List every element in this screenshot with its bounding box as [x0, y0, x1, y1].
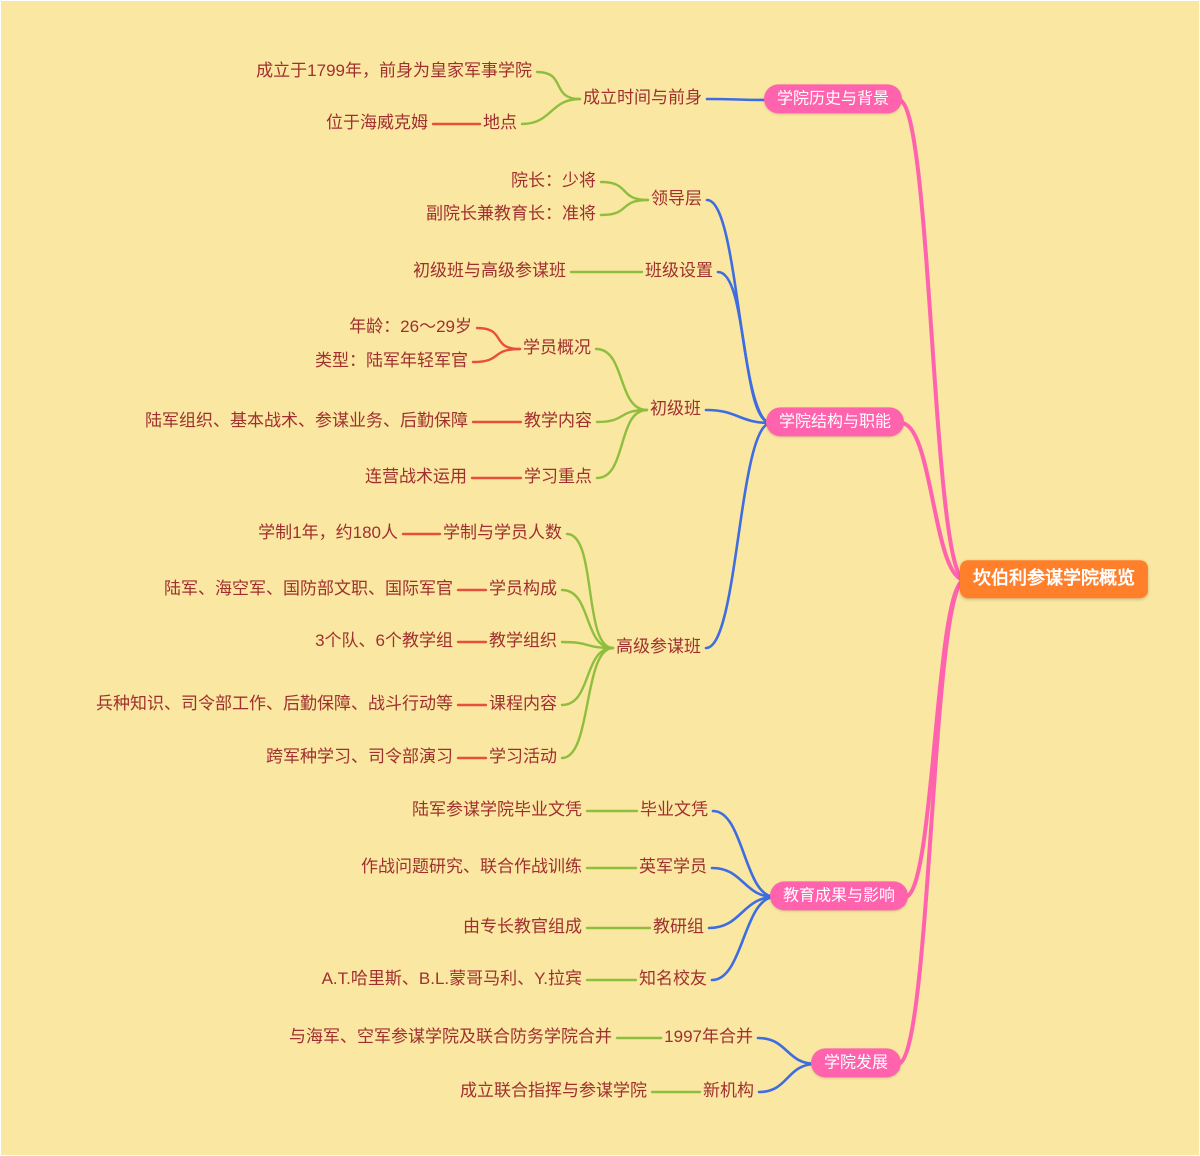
mindmap-node-duration-size[interactable]: 学制与学员人数 [443, 522, 562, 542]
mindmap-node-commandant[interactable]: 院长：少将 [511, 170, 596, 190]
mindmap-node-army-diploma[interactable]: 陆军参谋学院毕业文凭 [412, 799, 582, 819]
mindmap-node-b-history[interactable]: 学院历史与背景 [763, 84, 903, 114]
mindmap-node-famous-alumni[interactable]: A.T.哈里斯、B.L.蒙哥马利、Y.拉宾 [321, 968, 582, 988]
mindmap-node-curriculum[interactable]: 课程内容 [489, 693, 557, 713]
mindmap-node-cross-service[interactable]: 跨军种学习、司令部演习 [266, 746, 453, 766]
mindmap-node-study-focus[interactable]: 学习重点 [524, 466, 592, 486]
mindmap-node-student-profile[interactable]: 学员概况 [523, 337, 591, 357]
mindmap-node-one-year-180[interactable]: 学制1年，约180人 [258, 522, 398, 542]
mindmap-node-officer-type[interactable]: 类型：陆军年轻军官 [315, 350, 468, 370]
mindmap-node-leadership[interactable]: 领导层 [651, 188, 702, 208]
mindmap-node-b-structure[interactable]: 学院结构与职能 [765, 407, 905, 437]
mindmap-node-ops-training[interactable]: 作战问题研究、联合作战训练 [361, 856, 582, 876]
mindmap-node-organization[interactable]: 教学组织 [489, 630, 557, 650]
mindmap-node-course-items[interactable]: 兵种知识、司令部工作、后勤保障、战斗行动等 [96, 693, 453, 713]
mindmap-node-root[interactable]: 坎伯利参谋学院概览 [960, 560, 1148, 598]
mindmap-node-high-wycombe[interactable]: 位于海威克姆 [326, 112, 428, 132]
mindmap-node-founded-1799[interactable]: 成立于1799年，前身为皇家军事学院 [256, 60, 532, 80]
mindmap-node-activities[interactable]: 学习活动 [489, 746, 557, 766]
mindmap-node-b-education[interactable]: 教育成果与影响 [769, 881, 909, 911]
mindmap-node-diploma[interactable]: 毕业文凭 [640, 799, 708, 819]
mindmap-node-teams-groups[interactable]: 3个队、6个教学组 [315, 630, 453, 650]
mindmap-node-merged-with[interactable]: 与海军、空军参谋学院及联合防务学院合并 [289, 1026, 612, 1046]
mindmap-node-junior-subjects[interactable]: 陆军组织、基本战术、参谋业务、后勤保障 [145, 410, 468, 430]
mindmap-node-teaching-group[interactable]: 教研组 [653, 916, 704, 936]
mindmap-node-company-tactics[interactable]: 连营战术运用 [365, 466, 467, 486]
mindmap-node-founding[interactable]: 成立时间与前身 [583, 87, 702, 107]
mindmap-node-senior[interactable]: 高级参谋班 [616, 636, 701, 656]
mindmap-node-uk-students[interactable]: 英军学员 [639, 856, 707, 876]
mindmap-node-merge-1997[interactable]: 1997年合并 [664, 1026, 753, 1046]
mindmap-node-two-classes[interactable]: 初级班与高级参谋班 [413, 260, 566, 280]
mindmap-node-junior[interactable]: 初级班 [650, 398, 701, 418]
mindmap-node-location[interactable]: 地点 [483, 112, 517, 132]
mindmap-node-new-org[interactable]: 新机构 [703, 1080, 754, 1100]
mindmap-node-jcsc[interactable]: 成立联合指挥与参谋学院 [460, 1080, 647, 1100]
mindmap-node-b-development[interactable]: 学院发展 [810, 1048, 902, 1078]
mindmap-node-classes[interactable]: 班级设置 [645, 260, 713, 280]
mindmap-node-services-mix[interactable]: 陆军、海空军、国防部文职、国际军官 [164, 578, 453, 598]
mindmap-node-instructors[interactable]: 由专长教官组成 [463, 916, 582, 936]
mindmap-node-teaching-content[interactable]: 教学内容 [524, 410, 592, 430]
mindmap-node-age[interactable]: 年龄：26～29岁 [349, 316, 472, 336]
mindmap-node-alumni[interactable]: 知名校友 [639, 968, 707, 988]
mindmap-node-composition[interactable]: 学员构成 [489, 578, 557, 598]
mindmap-node-deputy[interactable]: 副院长兼教育长：准将 [426, 203, 596, 223]
